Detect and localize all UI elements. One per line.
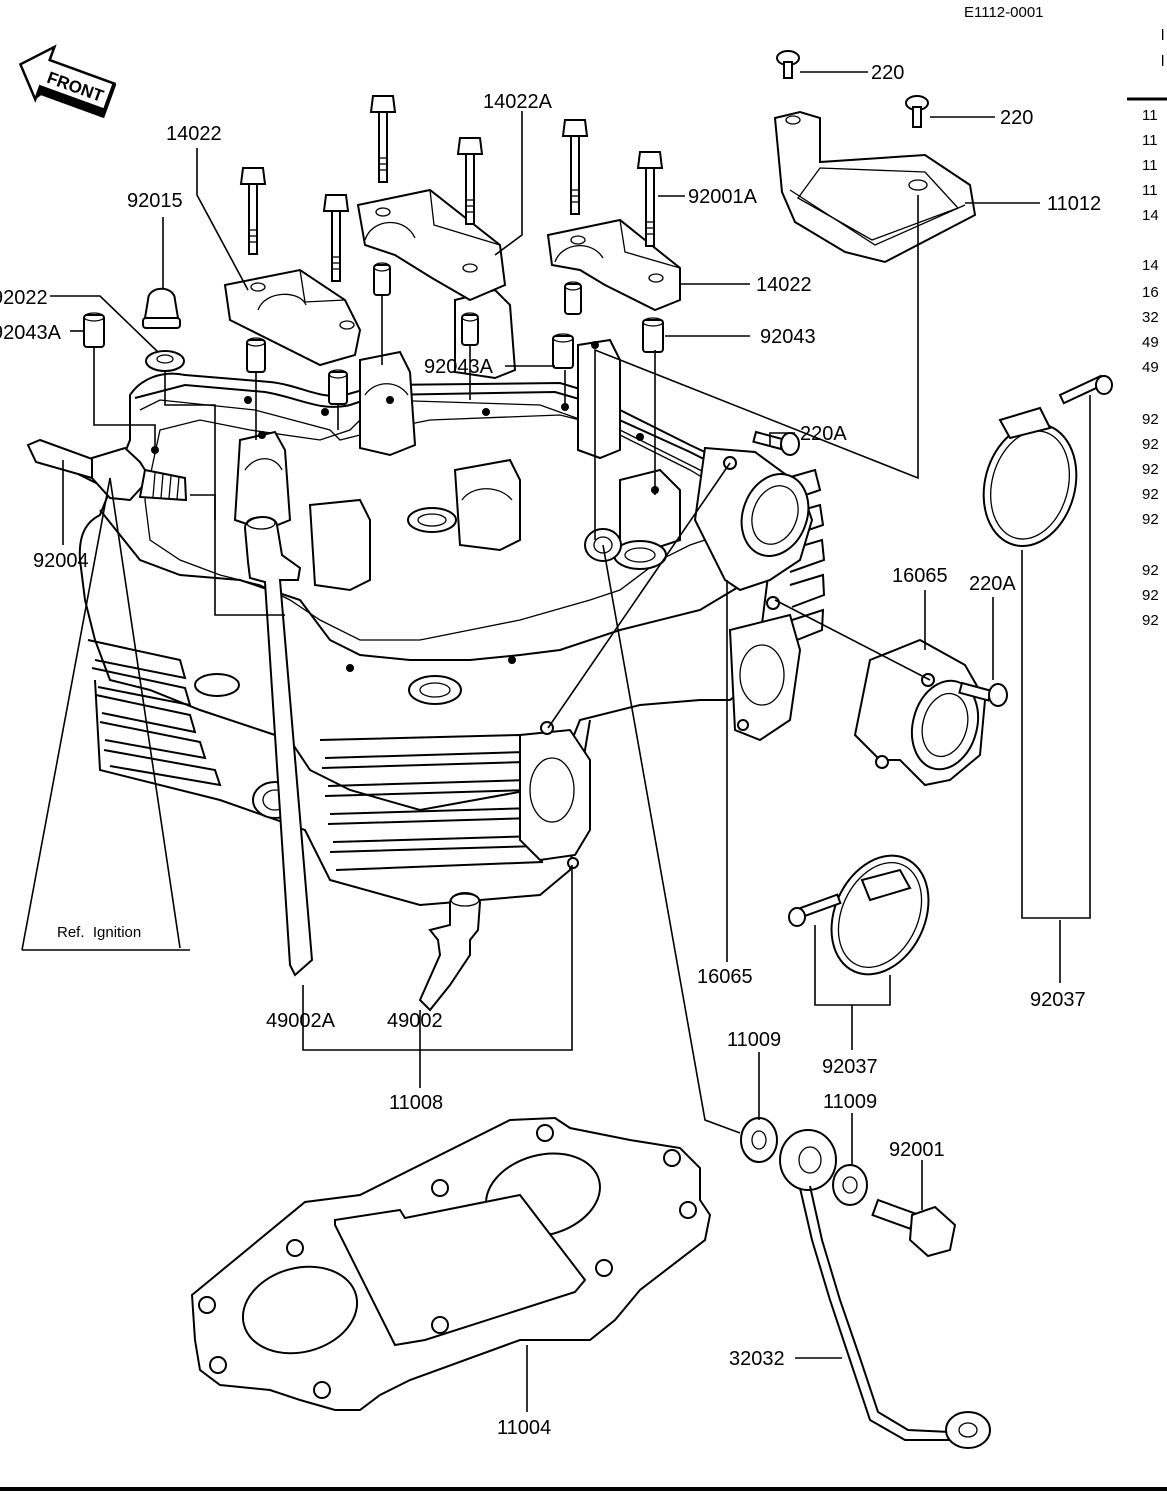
label-92043: 92043: [760, 326, 816, 348]
head-gasket: [190, 1116, 712, 1411]
label-92037-mid: 92037: [822, 1056, 878, 1078]
leader-lines: [21, 71, 1091, 1412]
side-list-item: 14: [1142, 207, 1159, 224]
label-16065-left: 16065: [697, 966, 753, 988]
label-220-top: 220: [871, 62, 904, 84]
label-92001: 92001: [889, 1139, 945, 1161]
label-11009-a: 11009: [727, 1029, 781, 1051]
label-11009-b: 11009: [823, 1091, 877, 1113]
valve-guide-b: [418, 892, 482, 1012]
label-ref-ignition: Ref. Ignition: [57, 924, 141, 941]
side-list-item: 92: [1142, 612, 1159, 629]
label-220-mid: 220: [1000, 107, 1033, 129]
side-list-item: 92: [1142, 562, 1159, 579]
cap-bolts: [239, 95, 664, 282]
side-list-item: 92: [1142, 436, 1159, 453]
valve-guide-a: [243, 516, 314, 977]
side-list-item: 11: [1142, 107, 1158, 124]
side-list-item: 14: [1142, 257, 1159, 274]
camshaft-cap-left: [223, 268, 362, 367]
side-list-item: 32: [1142, 309, 1159, 326]
label-220A-mid: 220A: [800, 423, 847, 445]
side-list-item: 49: [1142, 359, 1159, 376]
spark-plug: [26, 438, 188, 502]
label-92022: 92022: [0, 287, 48, 309]
side-list-item: 92: [1142, 461, 1159, 478]
label-92037-right: 92037: [1030, 989, 1086, 1011]
callout-labels: 220 220 11012 14022 14022A 92001A 92015 …: [0, 62, 1101, 1439]
side-list-item: 92: [1142, 486, 1159, 503]
clamp-mid: [788, 854, 930, 976]
side-list-item: 11: [1142, 157, 1158, 174]
label-49002: 49002: [387, 1010, 443, 1032]
banjo-bolt: [871, 1198, 957, 1258]
front-arrow-icon: FRONT: [18, 44, 117, 119]
label-14022A: 14022A: [483, 91, 553, 113]
label-49002A: 49002A: [266, 1010, 336, 1032]
intake-holder-right: [853, 638, 987, 787]
side-list-item: 16: [1142, 284, 1159, 301]
banjo-fitting: [779, 1129, 837, 1191]
svg-text:l: l: [1161, 53, 1164, 70]
label-92004: 92004: [33, 550, 89, 572]
cylinder-head: [78, 288, 826, 907]
label-92015: 92015: [127, 190, 183, 212]
acorn-nut: [142, 287, 181, 329]
label-11008: 11008: [389, 1092, 443, 1114]
diagram-id: E1112-0001: [964, 4, 1044, 21]
intake-holder-left: [693, 446, 814, 592]
label-92043A-left: 92043A: [0, 322, 62, 344]
camshaft-cap-center: [356, 188, 507, 302]
label-16065-right: 16065: [892, 565, 948, 587]
clamp-right: [982, 374, 1113, 548]
side-list-item: 11: [1142, 182, 1158, 199]
screw-220A-mid: [752, 430, 800, 456]
side-list-item: 49: [1142, 334, 1159, 351]
svg-text:l: l: [1161, 27, 1164, 44]
label-92043A-mid: 92043A: [424, 356, 494, 378]
label-220A-right: 220A: [969, 573, 1016, 595]
side-parts-list: l l 11 11 11 11 14 14 16 32 49 49 92 92 92 92 92 92 92 92: [1127, 27, 1167, 629]
screw-220-top: [776, 50, 800, 79]
side-list-item: 92: [1142, 587, 1159, 604]
washer-11009-a: [740, 1117, 778, 1163]
screw-220A-right: [958, 681, 1008, 707]
washer-11009-b: [832, 1164, 868, 1206]
washer: [145, 350, 185, 372]
side-list-item: 92: [1142, 411, 1159, 428]
label-32032: 32032: [729, 1348, 785, 1370]
label-11012: 11012: [1047, 193, 1101, 215]
side-list-item: 11: [1142, 132, 1158, 149]
breather-cover: [773, 110, 977, 264]
label-11004: 11004: [497, 1417, 551, 1439]
label-14022-right: 14022: [756, 274, 812, 296]
side-list-item: 92: [1142, 511, 1159, 528]
label-14022-left: 14022: [166, 123, 222, 145]
screw-220-mid: [905, 95, 929, 128]
label-92001A: 92001A: [688, 186, 758, 208]
oil-pipe: [799, 1185, 991, 1449]
